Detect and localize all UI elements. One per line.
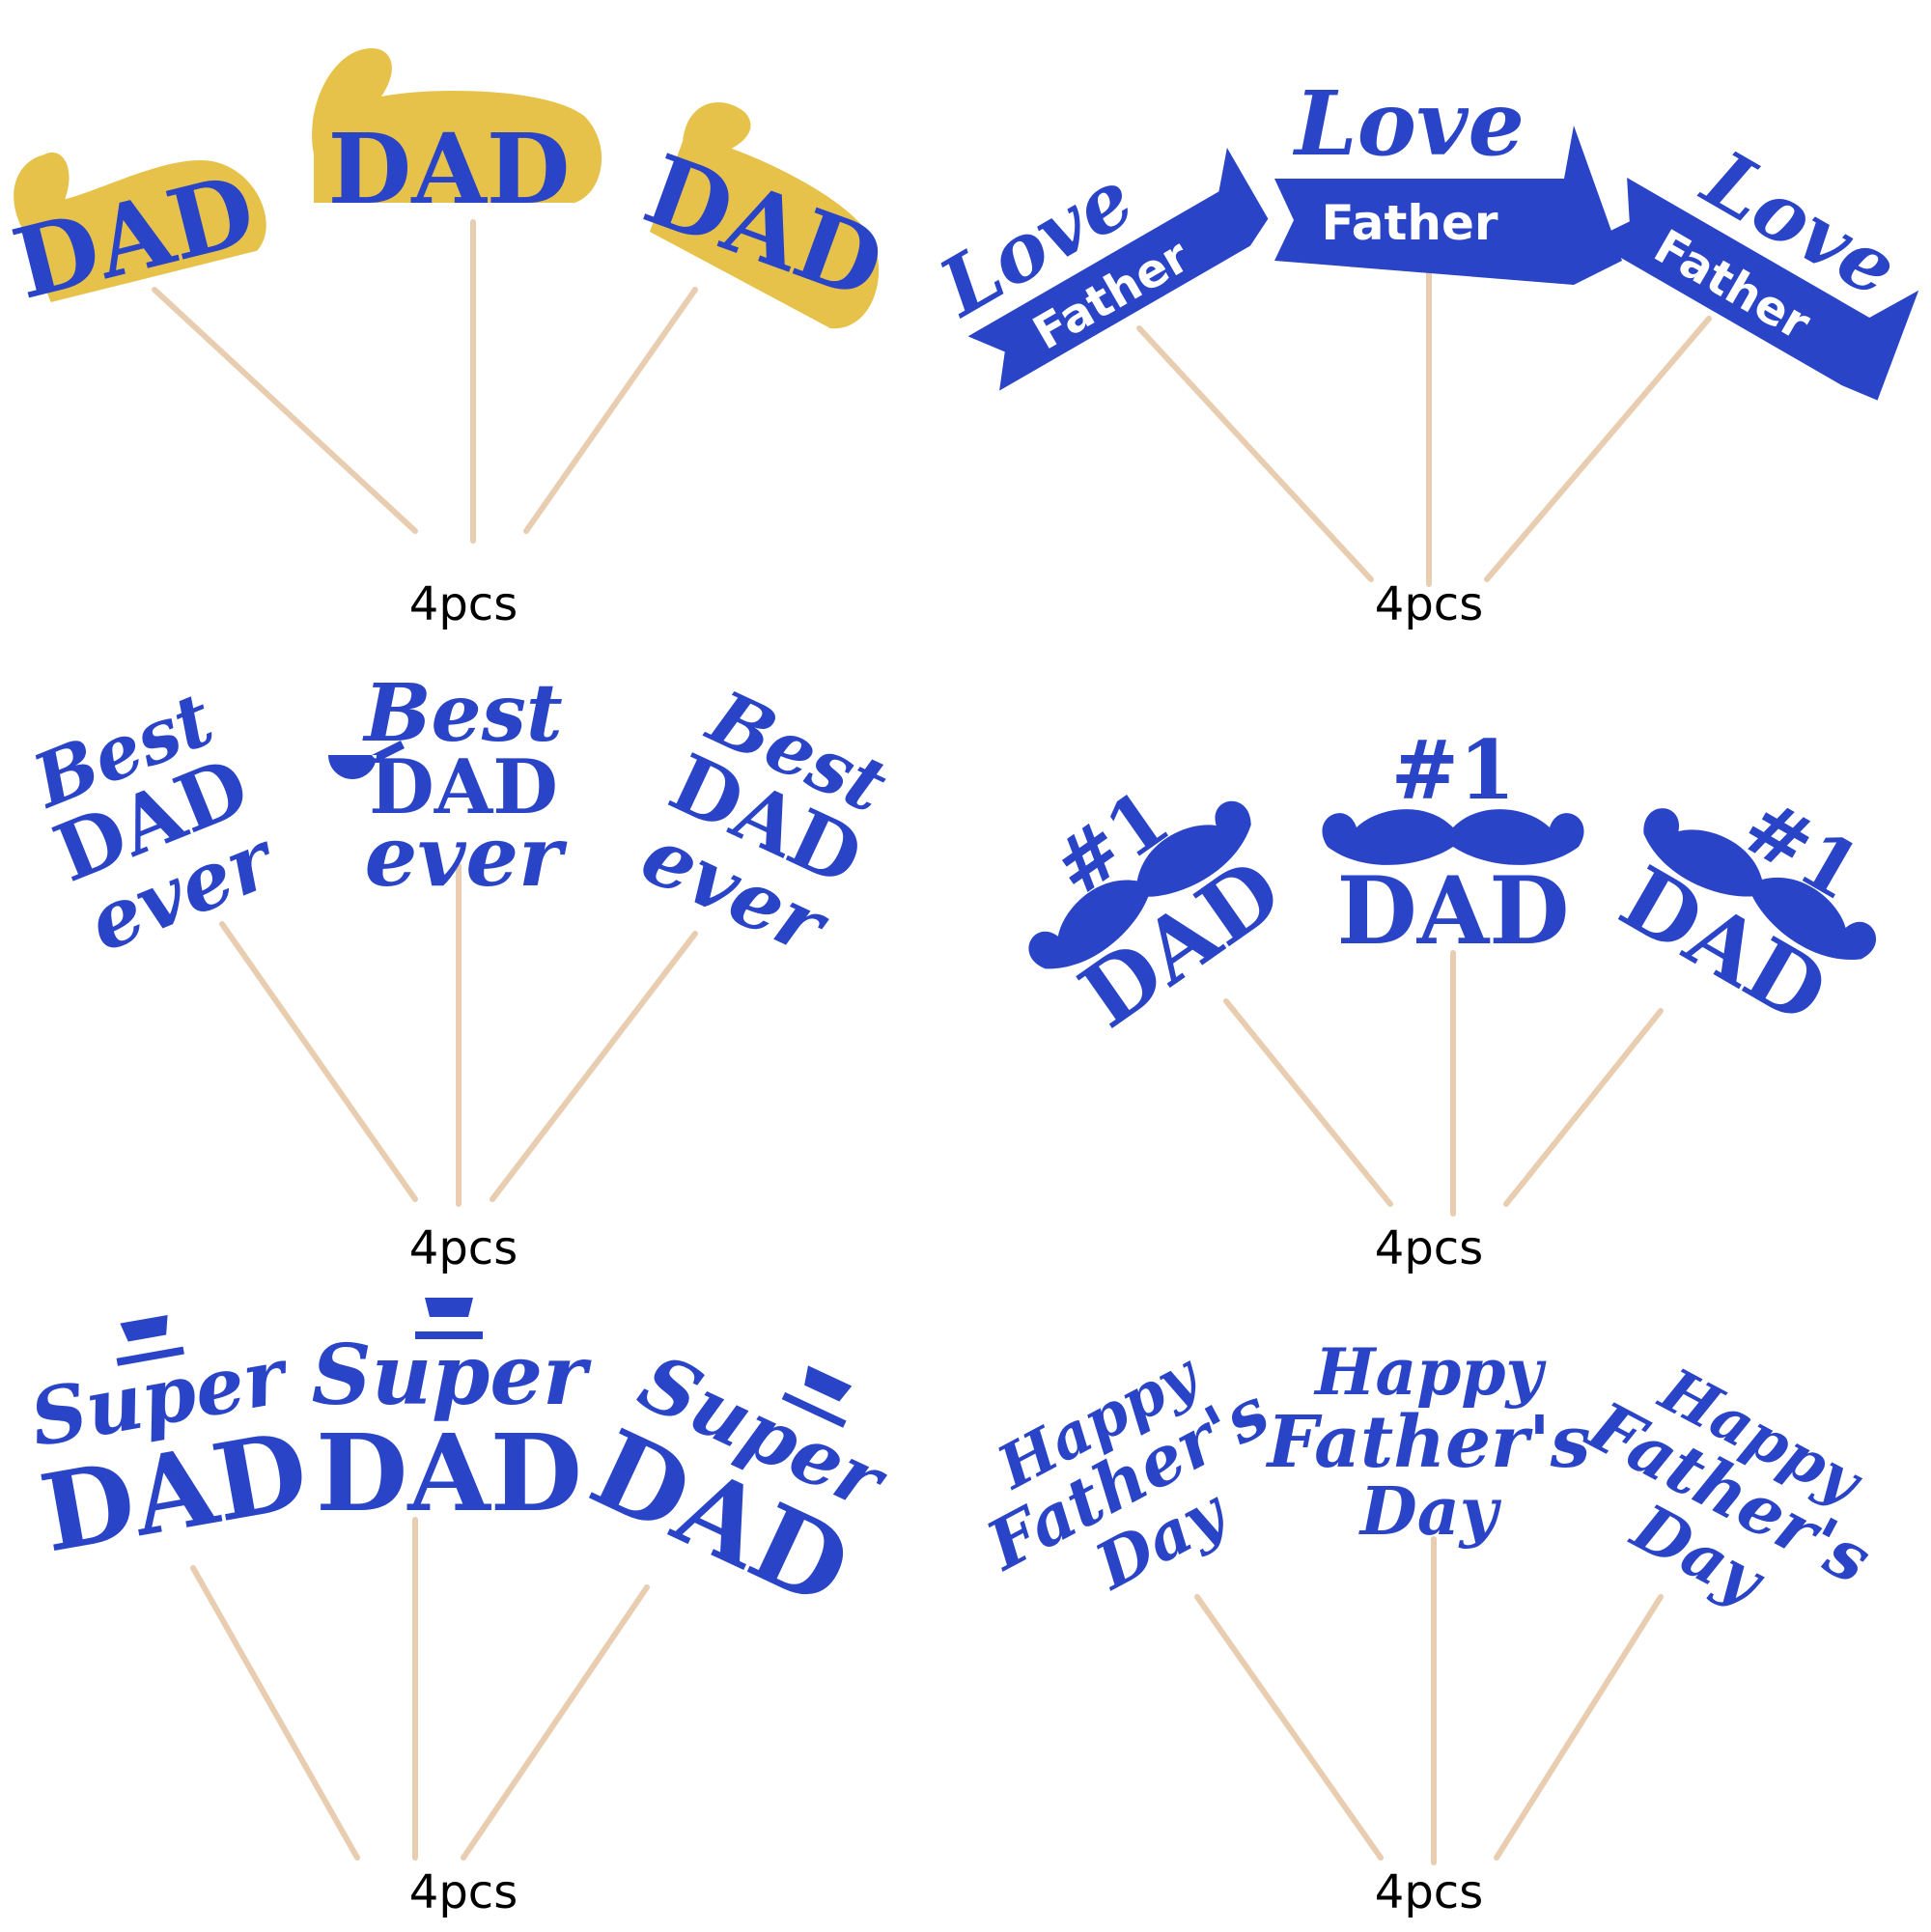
topper-word: Love xyxy=(1292,71,1525,176)
topper-2: Happy Father's Day xyxy=(1266,1334,1591,1551)
topper-group-muscle-dad: DAD DAD DAD xyxy=(3,48,898,544)
toothpick xyxy=(523,287,698,534)
topper-word: DAD xyxy=(1337,856,1570,966)
topper-word: ever xyxy=(365,808,568,906)
topper-3: Happy Father's Day xyxy=(1575,1354,1884,1621)
quantity-caption: 4pcs xyxy=(1374,1221,1484,1275)
topper-word: Super xyxy=(312,1327,592,1424)
topper-2: #1 DAD xyxy=(1322,722,1584,966)
topper-1: Best DAD ever xyxy=(20,676,291,970)
topper-word: DAD xyxy=(369,743,558,831)
quantity-caption: 4pcs xyxy=(408,1221,518,1275)
topper-3: #1 DAD xyxy=(1604,780,1877,1045)
flexed-arm-icon xyxy=(649,102,880,328)
topper-word: DAD xyxy=(631,132,898,322)
topper-word: DAD xyxy=(316,1411,582,1535)
mustache-icon xyxy=(1322,809,1584,865)
quantity-caption: 4pcs xyxy=(1374,577,1484,631)
topper-group-happy-fathers-day: Happy Father's Day Happy Father's Day Ha… xyxy=(972,1334,1884,1865)
topper-word: DAD xyxy=(327,112,570,226)
toothpick xyxy=(461,1584,650,1861)
topper-1: Happy Father's Day xyxy=(972,1338,1281,1605)
mustache-icon xyxy=(1028,800,1251,969)
panel-muscle-dad: DAD DAD DAD 4pcs xyxy=(0,0,966,644)
topper-word: Father's xyxy=(1266,1401,1591,1484)
topper-3: DAD xyxy=(631,102,898,328)
hat-icon xyxy=(781,1365,853,1428)
toothpick xyxy=(1223,998,1393,1207)
topper-group-super-dad: Super DAD Super DAD Super DAD xyxy=(24,1298,901,1861)
topper-2: Best DAD ever xyxy=(328,667,568,906)
topper-1: #1 DAD xyxy=(1028,771,1300,1048)
topper-2: Love Father xyxy=(1274,71,1622,285)
topper-1: DAD xyxy=(3,153,266,322)
quantity-caption: 4pcs xyxy=(408,1865,518,1919)
toothpick xyxy=(1136,325,1374,582)
flexed-arm-icon xyxy=(14,153,266,303)
mustache-icon xyxy=(1643,808,1877,960)
toothpick xyxy=(490,931,698,1202)
banner-icon xyxy=(1274,126,1622,285)
panel-best-dad-ever: Best DAD ever Best DAD ever Best DAD eve… xyxy=(0,644,966,1288)
topper-1: Love Father xyxy=(923,148,1269,391)
topper-3: Best DAD ever xyxy=(629,673,900,974)
topper-2: Super DAD xyxy=(312,1298,592,1535)
quantity-caption: 4pcs xyxy=(1374,1865,1484,1919)
panel-love-father: Love Father Love Father Love Father 4pcs xyxy=(923,0,1931,644)
toothpick xyxy=(1194,1594,1384,1861)
topper-word: Father xyxy=(1321,195,1497,251)
topper-3: Super DAD xyxy=(574,1336,901,1632)
toothpick xyxy=(1503,1008,1664,1207)
topper-word: Happy xyxy=(1313,1334,1547,1410)
panel-happy-fathers-day: Happy Father's Day Happy Father's Day Ha… xyxy=(966,1288,1931,1932)
topper-2: DAD xyxy=(312,48,602,226)
topper-group-number-one-dad: #1 DAD #1 DAD #1 DAD xyxy=(1028,722,1877,1217)
topper-1: Super DAD xyxy=(24,1314,317,1577)
panel-number-one-dad: #1 DAD #1 DAD #1 DAD 4pcs xyxy=(966,644,1931,1288)
topper-group-love-father: Love Father Love Father Love Father xyxy=(923,71,1919,587)
quantity-caption: 4pcs xyxy=(408,577,518,631)
topper-group-best-dad-ever: Best DAD ever Best DAD ever Best DAD eve… xyxy=(20,667,900,1207)
pipe-icon xyxy=(328,741,405,779)
hat-icon xyxy=(116,1314,184,1366)
toothpick xyxy=(190,1565,360,1861)
banner-icon xyxy=(967,148,1269,391)
banner-icon xyxy=(1590,178,1919,401)
flexed-arm-icon xyxy=(312,48,602,203)
toothpick xyxy=(152,287,418,534)
topper-word: Day xyxy=(1358,1473,1502,1551)
toothpick xyxy=(1484,316,1712,582)
topper-word: #1 xyxy=(1391,722,1516,818)
topper-3: Love Father xyxy=(1590,132,1919,401)
hat-icon xyxy=(415,1298,483,1339)
panel-super-dad: Super DAD Super DAD Super DAD 4pcs xyxy=(0,1288,966,1932)
toothpick xyxy=(1494,1594,1664,1861)
toothpick xyxy=(219,921,418,1202)
